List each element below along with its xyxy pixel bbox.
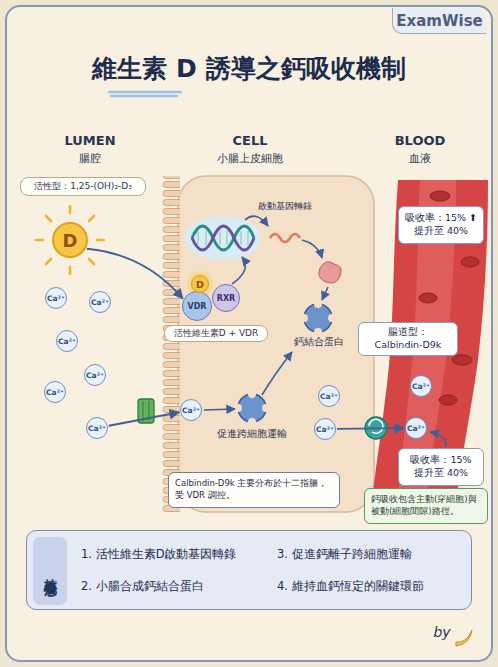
node-text: 核心概念 (41, 567, 59, 575)
node-text: Ca²⁺ (86, 371, 104, 380)
node-text: Ca²⁺ (412, 382, 430, 391)
step-label: 鈣結合蛋白 (284, 336, 354, 349)
node-text: Ca²⁺ (58, 337, 76, 346)
node-text: 1. 活性維生素D啟動基因轉錄 (81, 547, 236, 562)
step-label: 啟動基因轉錄 (258, 200, 338, 213)
arrow (262, 352, 292, 395)
column-header: LUMEN (30, 133, 150, 148)
calcium-ion: Ca²⁺ (84, 364, 106, 386)
dna-strand (192, 226, 254, 250)
node-text: 腸道型： Calbindin-D9k (363, 326, 453, 352)
form-label: 活性型：1,25-(OH)₂-D₃ (20, 177, 146, 196)
calcium-ion: Ca²⁺ (56, 330, 78, 352)
calcium-ion: Ca²⁺ (45, 287, 67, 309)
calcium-ion: Ca²⁺ (405, 417, 427, 439)
dna-rungs (198, 231, 248, 245)
node-text: 吸收率：15% ⬆提升至 40% (403, 212, 479, 238)
diagram-title: 維生素 D 誘導之鈣吸收機制 (0, 52, 498, 85)
node-text: Ca²⁺ (316, 425, 334, 434)
vitamin-d-sun: D (52, 222, 88, 258)
note-box: Calbindin-D9k 主要分布於十二指腸，受 VDR 調控。 (168, 472, 340, 508)
calcium-ion: Ca²⁺ (180, 399, 202, 421)
node-text: Ca²⁺ (46, 388, 64, 397)
sun-rays (36, 206, 104, 274)
brush-border (160, 176, 180, 512)
node-text: RXR (217, 294, 236, 303)
folding-protein (319, 262, 341, 283)
arrow (322, 287, 328, 300)
calcium-ion: Ca²⁺ (318, 385, 340, 407)
node-text: 4. 維持血鈣恆定的關鍵環節 (277, 579, 424, 594)
node-text: Ca²⁺ (47, 294, 65, 303)
vitamin-d-small: D (191, 275, 209, 293)
node-text: D (63, 230, 78, 251)
dna-halo (185, 216, 261, 260)
calbindin-protein (300, 300, 336, 336)
rate-box: 吸收率：15% ⬆提升至 40% (398, 206, 484, 244)
banana-icon (456, 630, 472, 646)
node-text: D (196, 279, 204, 290)
node-text: 活性維生素D + VDR (174, 327, 259, 340)
arrow (302, 240, 322, 258)
node-text: Ca²⁺ (407, 424, 425, 433)
red-cell (430, 191, 450, 201)
column-subheader: 腸腔 (30, 151, 150, 166)
type-box: 腸道型： Calbindin-D9k (358, 322, 458, 356)
column-subheader: 小腸上皮細胞 (190, 151, 310, 166)
flow-arrow (337, 427, 404, 430)
red-cell (439, 395, 457, 405)
signature: by (428, 624, 456, 640)
node-text: 鈣吸收包含主動(穿細胞)與被動(細胞間隙)路徑。 (371, 494, 481, 518)
red-cell (419, 293, 437, 303)
brand-tab: ExamWise (392, 8, 486, 34)
calcium-ion: Ca²⁺ (44, 381, 66, 403)
node-text: 吸收率：15% 提升至 40% (403, 454, 479, 480)
column-subheader: 血液 (360, 151, 480, 166)
concept-tab: 核心概念 (33, 537, 67, 605)
arrow (232, 257, 245, 284)
node-text: Ca²⁺ (91, 298, 109, 307)
calcium-ion: Ca²⁺ (410, 375, 432, 397)
node-text: Calbindin-D9k 主要分布於十二指腸，受 VDR 調控。 (175, 478, 333, 502)
flow-arrow (109, 412, 179, 425)
column-header: CELL (190, 133, 310, 148)
arrow (430, 432, 446, 447)
node-text: Ca²⁺ (182, 406, 200, 415)
node-text: VDR (188, 302, 207, 311)
title-underline (108, 92, 182, 96)
cell-body (178, 176, 374, 512)
calcium-pump (365, 417, 387, 439)
node-text: 2. 小腸合成鈣結合蛋白 (81, 579, 204, 594)
calcium-ion: Ca²⁺ (89, 291, 111, 313)
red-cell (452, 355, 472, 365)
node-text: Ca²⁺ (88, 424, 106, 433)
pathway-box: 鈣吸收包含主動(穿細胞)與被動(細胞間隙)路徑。 (364, 488, 488, 524)
rxr-receptor: RXR (212, 284, 240, 312)
calcium-channel (138, 399, 154, 423)
red-cell (461, 257, 479, 267)
frame (6, 6, 492, 661)
vdr-receptor: VDR (182, 291, 212, 321)
node-text: 活性型：1,25-(OH)₂-D₃ (34, 180, 132, 193)
node-text: ExamWise (396, 12, 482, 30)
concept-panel: 1. 活性維生素D啟動基因轉錄 2. 小腸合成鈣結合蛋白 3. 促進鈣離子跨細胞運輸… (26, 530, 472, 610)
complex-label: 活性維生素D + VDR (164, 325, 268, 342)
dna-strand (192, 226, 254, 250)
arrow (204, 409, 235, 410)
node-text: 3. 促進鈣離子跨細胞運輸 (277, 547, 412, 562)
calcium-ion: Ca²⁺ (314, 418, 336, 440)
transport-protein (234, 390, 270, 426)
rate-box: 吸收率：15% 提升至 40% (398, 448, 484, 486)
calcium-ion: Ca²⁺ (86, 417, 108, 439)
mrna (270, 234, 300, 242)
step-label: 促進跨細胞運輸 (206, 428, 298, 441)
node-text: Ca²⁺ (320, 392, 338, 401)
arrow (245, 216, 268, 226)
column-header: BLOOD (360, 133, 480, 148)
